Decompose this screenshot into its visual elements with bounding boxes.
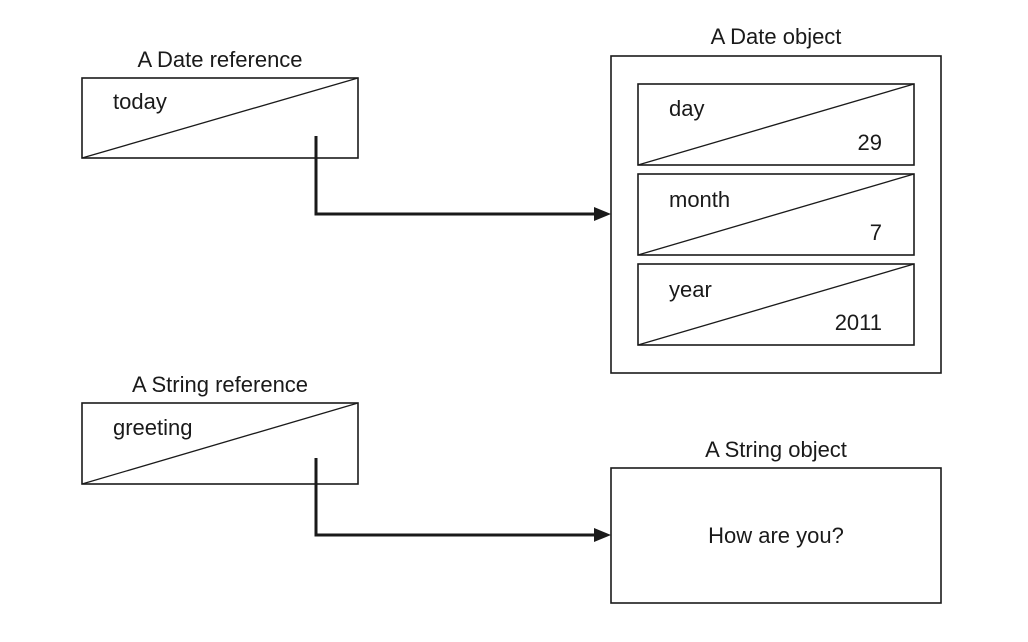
date-field-day-name: day bbox=[669, 96, 704, 121]
date-field-year-name: year bbox=[669, 277, 712, 302]
string-reference-arrow-line bbox=[314, 458, 597, 537]
date-field-day-value: 29 bbox=[858, 130, 882, 155]
date-field-month-diagonal bbox=[637, 173, 915, 256]
string-reference: A String reference greeting bbox=[81, 372, 359, 485]
date-field-day-diagonal bbox=[637, 83, 915, 166]
date-field-month-box bbox=[637, 173, 915, 256]
date-field-year-box bbox=[637, 263, 915, 346]
date-reference-diagonal bbox=[81, 77, 359, 159]
date-field-month-value: 7 bbox=[870, 220, 882, 245]
string-reference-diagonal bbox=[81, 402, 359, 485]
date-reference: A Date reference today bbox=[81, 47, 359, 159]
string-object-box bbox=[610, 467, 942, 604]
date-field-month: month 7 bbox=[637, 173, 915, 256]
date-field-month-name: month bbox=[669, 187, 730, 212]
date-reference-caption: A Date reference bbox=[137, 47, 302, 72]
date-reference-variable-name: today bbox=[113, 89, 167, 114]
date-reference-arrowhead bbox=[594, 207, 611, 221]
date-reference-box bbox=[81, 77, 359, 159]
string-reference-caption: A String reference bbox=[132, 372, 308, 397]
string-reference-box bbox=[81, 402, 359, 485]
date-object-box bbox=[610, 55, 942, 374]
date-reference-arrow-line bbox=[314, 136, 597, 216]
string-object: A String object How are you? bbox=[610, 437, 942, 604]
date-field-year: year 2011 bbox=[637, 263, 915, 346]
date-field-year-value: 2011 bbox=[835, 310, 882, 335]
string-object-caption: A String object bbox=[705, 437, 847, 462]
date-object-caption: A Date object bbox=[711, 24, 842, 49]
string-reference-arrowhead bbox=[594, 528, 611, 542]
date-field-year-diagonal bbox=[637, 263, 915, 346]
date-object: A Date object day 29 month 7 year 2011 bbox=[610, 24, 942, 374]
date-field-day-box bbox=[637, 83, 915, 166]
string-reference-arrow bbox=[314, 458, 611, 542]
string-reference-variable-name: greeting bbox=[113, 415, 193, 440]
date-reference-arrow bbox=[314, 136, 611, 221]
string-object-content: How are you? bbox=[708, 523, 844, 548]
date-field-day: day 29 bbox=[637, 83, 915, 166]
